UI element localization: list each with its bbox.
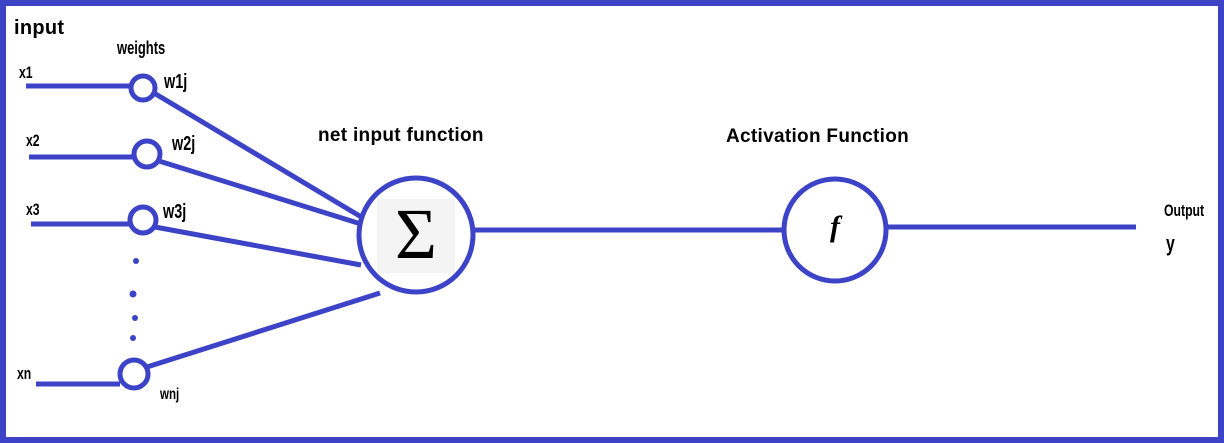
input-heading: input xyxy=(14,17,65,39)
ellipsis-dot xyxy=(132,315,138,321)
sigma-symbol: Σ xyxy=(395,194,437,274)
weight-node-n xyxy=(117,357,151,391)
weight-node-2 xyxy=(131,138,163,170)
net-input-function-heading: net input function xyxy=(318,125,484,146)
activation-symbol: f xyxy=(830,210,840,243)
output-label: Output xyxy=(1164,201,1205,220)
input-label-x2: x2 xyxy=(26,131,40,150)
weight-node-1 xyxy=(128,73,158,103)
weight-connector-3 xyxy=(154,224,362,268)
weight-label-w2j: w2j xyxy=(172,133,196,155)
input-label-x1: x1 xyxy=(19,63,33,82)
weight-label-wnj: wnj xyxy=(160,386,180,403)
ellipsis-dot xyxy=(130,335,136,341)
ellipsis-dot xyxy=(129,290,137,298)
ellipsis-dot xyxy=(133,258,139,264)
weight-connector-2 xyxy=(158,158,362,227)
input-label-xn: xn xyxy=(17,364,32,383)
activation-node-circle xyxy=(781,176,889,284)
weights-heading: weights xyxy=(117,38,166,58)
weight-connector-n xyxy=(146,290,381,370)
output-variable-label: y xyxy=(1166,231,1175,256)
weight-node-3 xyxy=(127,204,159,236)
input-label-x3: x3 xyxy=(26,200,40,219)
activation-function-heading: Activation Function xyxy=(726,126,910,147)
summation-symbol-box: Σ xyxy=(377,194,455,274)
weight-connector-1 xyxy=(152,90,365,221)
weight-label-w3j: w3j xyxy=(163,201,187,223)
weight-label-w1j: w1j xyxy=(164,71,188,93)
